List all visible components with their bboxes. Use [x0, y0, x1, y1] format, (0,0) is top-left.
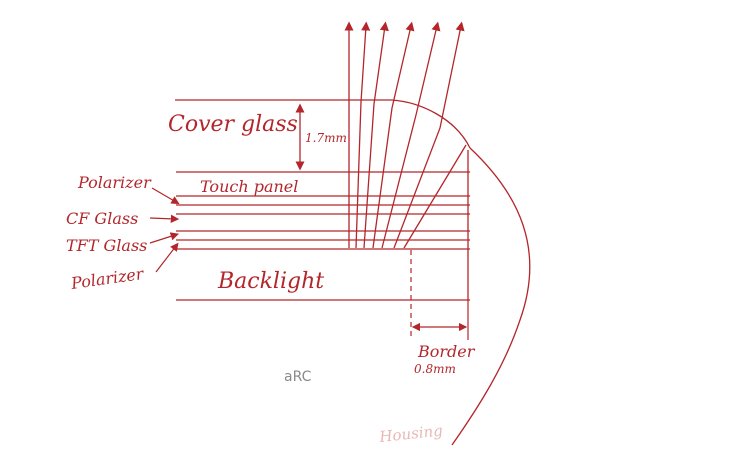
backlight-label: Backlight [217, 269, 324, 294]
housing-curve [451, 147, 531, 446]
light-ray [372, 21, 415, 249]
housing-label: Housing [378, 421, 444, 446]
cover-glass-curve [391, 99, 471, 149]
light-ray [393, 21, 465, 249]
layer-stack [175, 99, 470, 301]
light-rays [344, 21, 467, 249]
border-dimension [410, 250, 469, 340]
cf-glass-pointer [149, 214, 180, 224]
polarizer-bottom-pointer [155, 242, 179, 273]
light-ray [355, 21, 371, 249]
border-label: Border [417, 342, 476, 361]
cover-glass-label: Cover glass [168, 112, 298, 137]
cf-glass-label: CF Glass [66, 209, 138, 228]
polarizer-top-label: Polarizer [77, 173, 152, 192]
label-pointers [149, 187, 180, 273]
border-width-label: 0.8mm [414, 362, 456, 376]
tft-glass-label: TFT Glass [66, 236, 147, 255]
touch-panel-label: Touch panel [200, 177, 298, 196]
light-ray [403, 144, 467, 249]
light-ray [381, 21, 441, 249]
polarizer-bottom-label: Polarizer [69, 264, 146, 293]
polarizer-top-pointer [151, 187, 180, 205]
tft-glass-pointer [149, 232, 180, 244]
brand-label: aRC [284, 369, 312, 385]
light-ray [363, 21, 389, 249]
thickness-label: 1.7mm [305, 131, 347, 145]
